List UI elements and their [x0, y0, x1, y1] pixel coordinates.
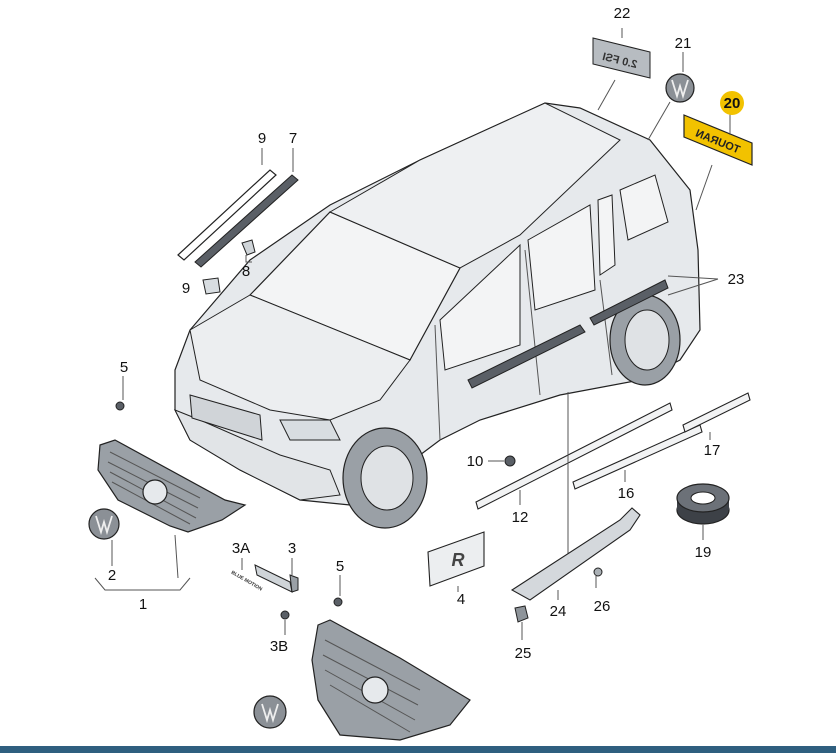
- front-grille-2: [311, 575, 471, 741]
- callout-24: 24: [550, 603, 567, 620]
- callout-22: 22: [614, 5, 631, 22]
- callout-20-highlight: [720, 91, 744, 115]
- callout-3b: 3B: [270, 638, 288, 655]
- car-body: [173, 102, 701, 529]
- callout-labels: 22 21 20 9 7 8 8 9 23 5 10 17 16 12 19 3…: [108, 5, 745, 662]
- rear-wheel: [609, 294, 681, 386]
- callout-5-left: 5: [120, 359, 128, 376]
- bottom-border-bar: [0, 746, 836, 753]
- touran-badge: TOURAN: [683, 114, 753, 211]
- svg-text:R: R: [452, 550, 465, 570]
- clip-8: [241, 239, 256, 263]
- front-vw-emblem-bottom: [253, 695, 287, 729]
- rear-vw-emblem: [647, 52, 695, 141]
- sill-strips: [475, 392, 751, 570]
- screw-12: [488, 455, 516, 467]
- callout-19: 19: [695, 544, 712, 561]
- callout-26: 26: [594, 598, 611, 615]
- callout-20: 20: [724, 95, 741, 112]
- clip-9: [202, 277, 221, 295]
- grille-bracket: BLUE MOTION: [230, 558, 299, 635]
- callout-16: 16: [618, 485, 635, 502]
- callout-8: 8: [242, 263, 250, 280]
- roof-trim-strips: [177, 148, 299, 268]
- callout-23: 23: [728, 271, 745, 288]
- engine-badge: 2.0 FSI: [592, 28, 651, 111]
- r-line-badge: R: [427, 531, 485, 592]
- callout-4: 4: [457, 591, 465, 608]
- callout-2: 2: [108, 567, 116, 584]
- callout-25: 25: [515, 645, 532, 662]
- callout-17: 17: [704, 442, 721, 459]
- sill-bracket: [510, 507, 641, 640]
- callout-7: 7: [289, 130, 297, 147]
- callout-9-label: 9: [182, 280, 190, 297]
- callout-1: 1: [139, 596, 147, 613]
- callout-13: 12: [512, 509, 529, 526]
- callout-5-bottom: 5: [336, 558, 344, 575]
- front-grille-1: [97, 376, 247, 533]
- callout-10: 9: [258, 130, 266, 147]
- front-wheel: [342, 427, 428, 529]
- callout-3a: 3A: [232, 540, 250, 557]
- callout-3: 3: [288, 540, 296, 557]
- adhesive-tape-roll: [676, 483, 730, 540]
- callout-21: 21: [675, 35, 692, 52]
- front-vw-emblem-2: [88, 508, 120, 566]
- callout-12: 10: [467, 453, 484, 470]
